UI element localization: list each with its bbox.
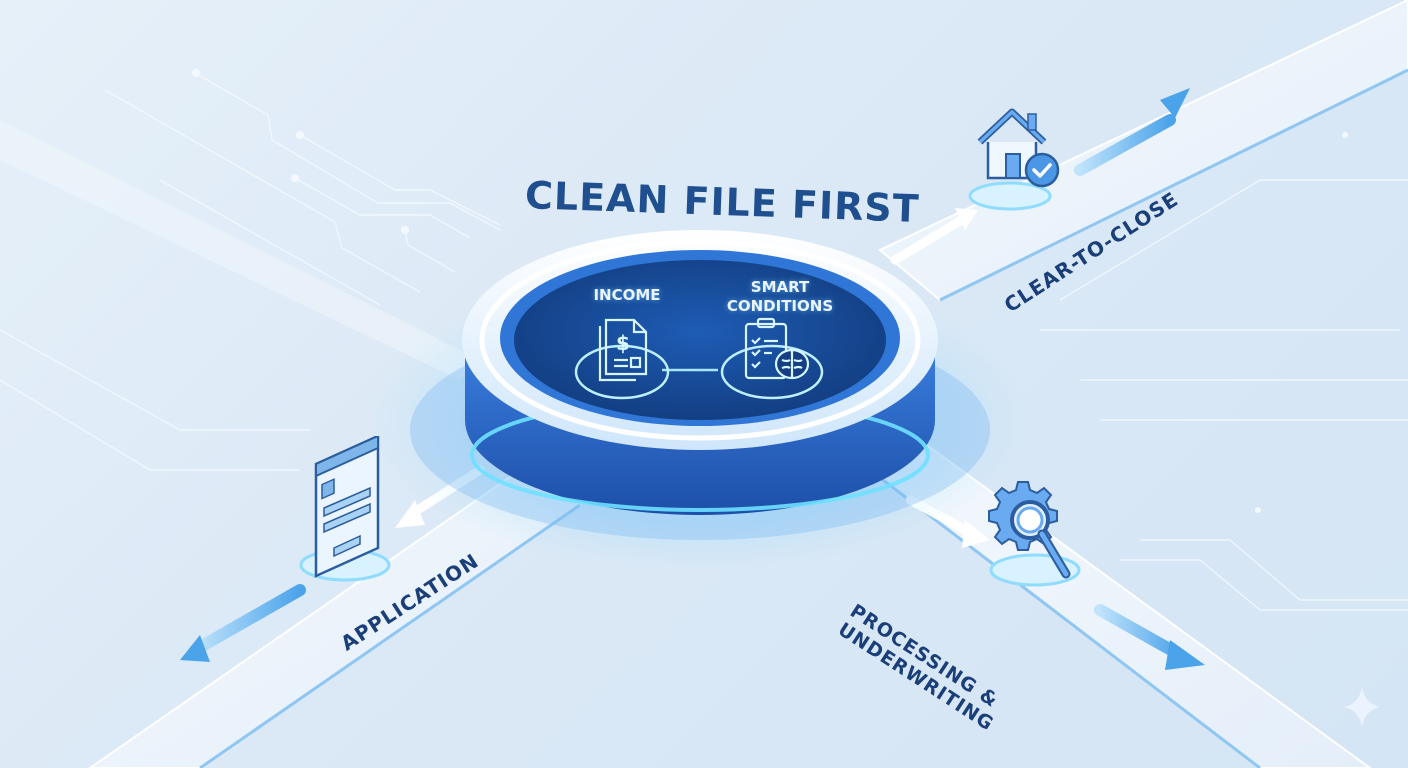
smart-conditions-line1: SMART: [750, 278, 810, 296]
hub-income-label: INCOME: [593, 286, 661, 304]
smart-conditions-line2: CONDITIONS: [726, 297, 834, 315]
sparkle-icon: [1344, 687, 1380, 727]
hub-smart-conditions-label: SMART CONDITIONS: [720, 278, 840, 316]
arrow-to-clear-to-close: [890, 88, 1190, 265]
application-form-icon: [314, 436, 380, 578]
gear-magnifier-icon: [988, 481, 1071, 579]
income-document-dollar-icon: $: [598, 318, 648, 382]
clipboard-checklist-brain-icon: [744, 317, 810, 380]
svg-text:$: $: [616, 331, 630, 355]
clear-to-close-node-ring: [968, 181, 1052, 211]
house-check-icon: [977, 108, 1060, 188]
